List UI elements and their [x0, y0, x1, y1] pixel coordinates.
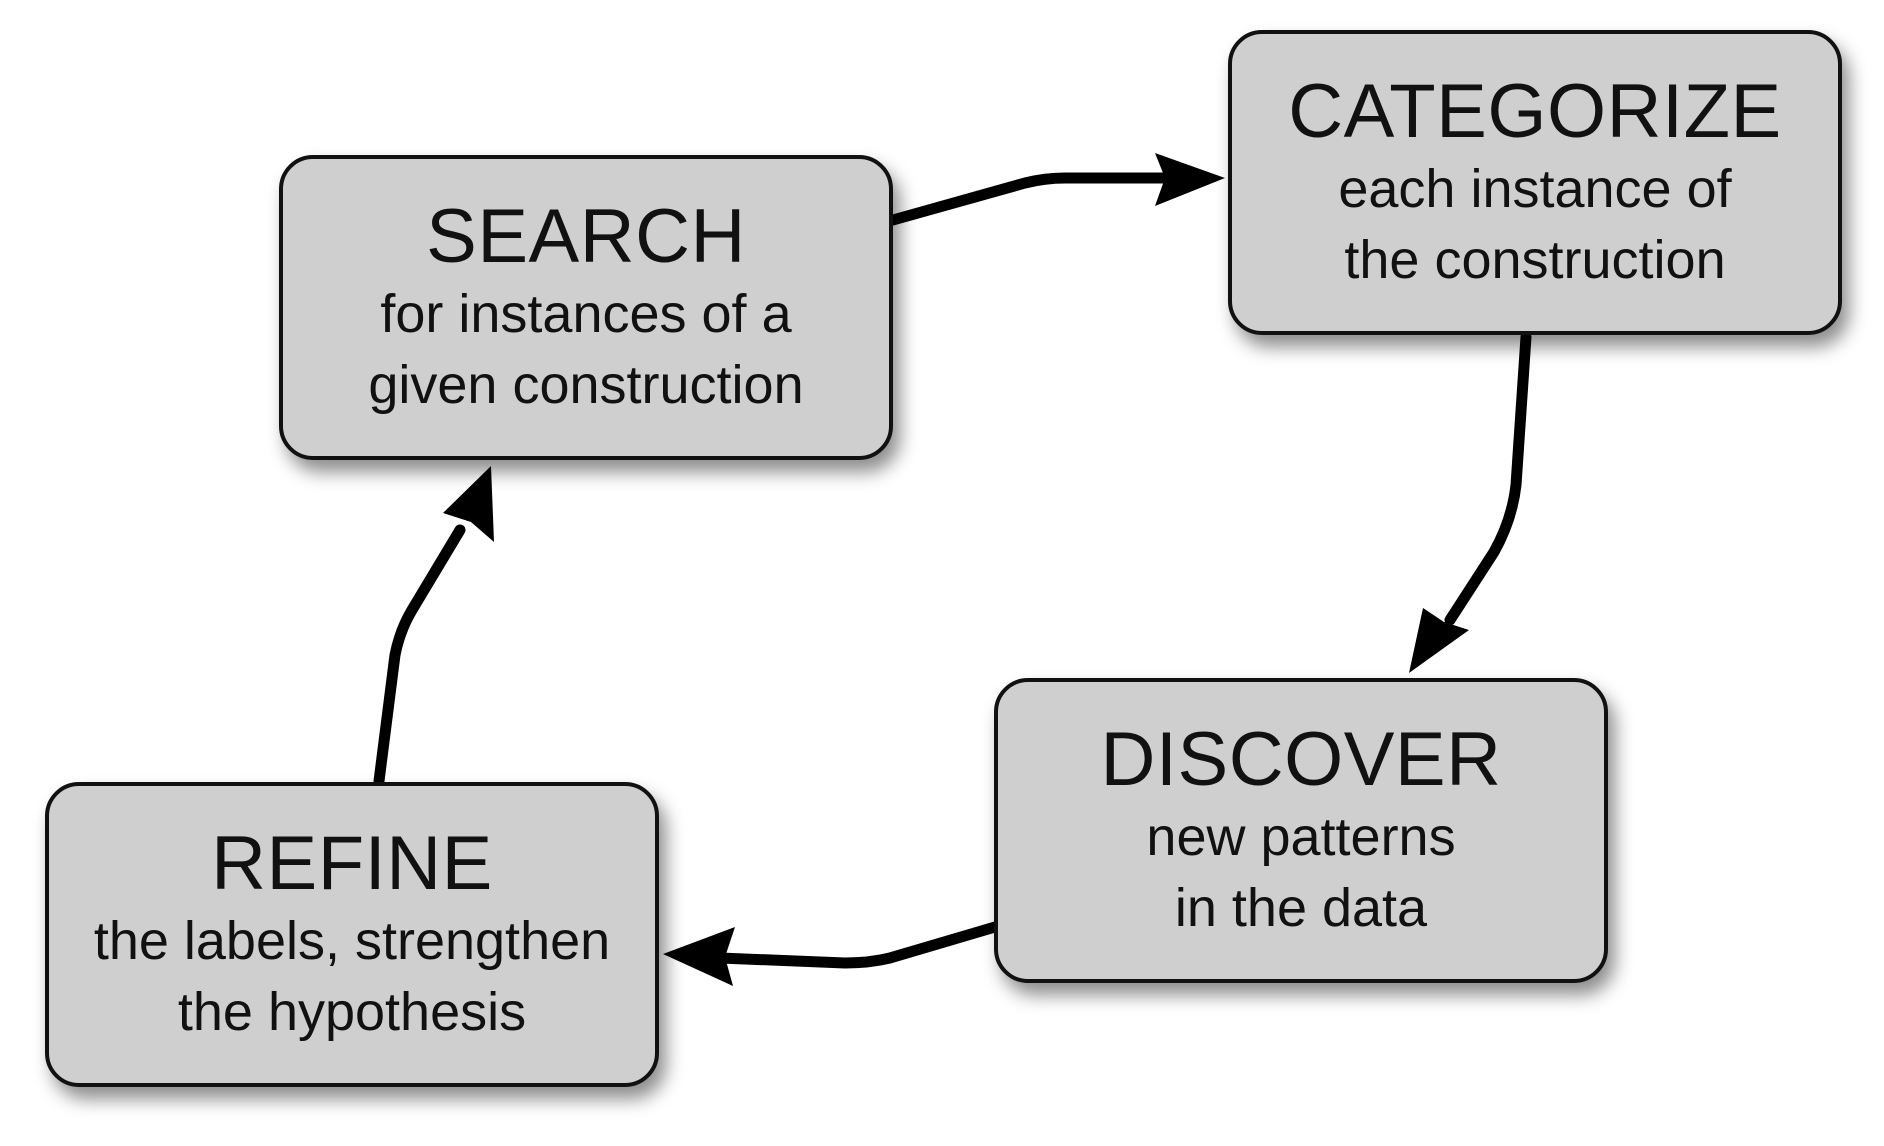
refine-desc-line-2: the hypothesis: [177, 981, 527, 1042]
search-title: SEARCH: [426, 193, 746, 279]
search-desc-line-2: given construction: [368, 354, 804, 415]
refine-desc-line-1: the labels, strengthen: [93, 910, 611, 971]
refine-title: REFINE: [211, 820, 493, 906]
discover-desc-line-2: in the data: [1174, 877, 1428, 938]
arrow-categorize-to-discover: [1409, 331, 1532, 673]
discover-node: DISCOVER new patterns in the data: [994, 678, 1608, 983]
arrow-discover-to-refine: [663, 921, 1001, 986]
arrow-refine-to-search: [373, 466, 494, 787]
categorize-desc-line-2: the construction: [1344, 229, 1726, 290]
refine-node: REFINE the labels, strengthen the hypoth…: [45, 782, 659, 1087]
arrow-search-to-categorize: [887, 153, 1225, 226]
categorize-title: CATEGORIZE: [1288, 68, 1782, 154]
search-desc-line-1: for instances of a: [380, 283, 792, 344]
discover-title: DISCOVER: [1100, 716, 1502, 802]
categorize-node: CATEGORIZE each instance of the construc…: [1228, 30, 1842, 335]
search-node: SEARCH for instances of a given construc…: [279, 155, 893, 460]
discover-desc-line-1: new patterns: [1146, 806, 1456, 867]
categorize-desc-line-1: each instance of: [1338, 158, 1732, 219]
